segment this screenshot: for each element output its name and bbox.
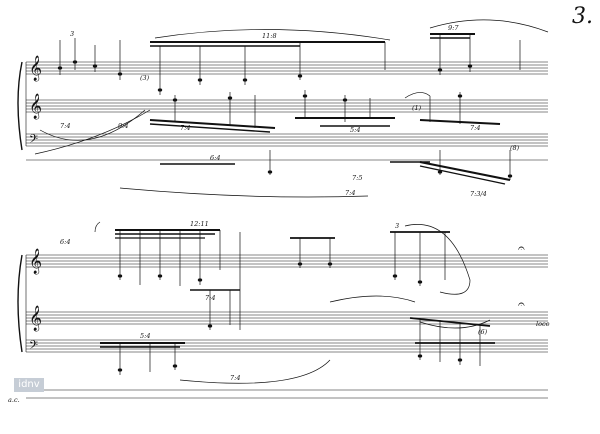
- system-2-staff-1: [26, 254, 548, 268]
- tuplet-label: 11:8: [262, 32, 277, 40]
- system-1-staff-1: [26, 61, 548, 75]
- bass-clef-icon: 𝄢: [29, 339, 38, 355]
- tuplet-label: 7:5: [352, 174, 362, 182]
- fermata-icon: 𝄐: [518, 297, 525, 311]
- tuplet-label: 12:11: [190, 220, 209, 228]
- tuplet-label: 7:4: [60, 122, 70, 130]
- fingering-mark: (6): [478, 328, 488, 336]
- system-1-brace: [17, 61, 27, 151]
- tuplet-label: 9:4: [118, 122, 128, 130]
- tuplet-label: 6:4: [60, 238, 70, 246]
- system-2-staff-3: [26, 339, 548, 353]
- tuplet-label: 7:4: [180, 124, 190, 132]
- tuplet-label: 7:4: [345, 189, 355, 197]
- system-1-staff-3: [26, 133, 548, 147]
- fingering-mark: (3): [140, 74, 150, 82]
- system-2-staff-2: [26, 311, 548, 325]
- system-2-brace: [17, 254, 27, 353]
- tuplet-label: 6:4: [210, 154, 220, 162]
- tuplet-label: 3: [70, 30, 74, 38]
- treble-clef-icon: 𝄞: [29, 305, 42, 331]
- tuplet-label: 7:4: [230, 374, 240, 382]
- staff-label: a.c.: [8, 396, 20, 404]
- tuplet-label: 7:3/4: [470, 190, 487, 198]
- page-number: 3.: [572, 4, 593, 29]
- tuplet-label: 9:7: [448, 24, 459, 32]
- treble-clef-icon: 𝄞: [29, 248, 42, 274]
- tuplet-label: 7:4: [205, 294, 215, 302]
- treble-clef-icon: 𝄞: [29, 93, 42, 119]
- notation-lines: [34, 19, 549, 384]
- loco-mark: loco: [536, 320, 550, 328]
- tuplet-label: 7:4: [470, 124, 480, 132]
- tuplet-label: 3: [395, 222, 399, 230]
- tuplet-label: 5:4: [140, 332, 150, 340]
- fermata-icon: 𝄐: [518, 241, 525, 255]
- system-1-staff-2: [26, 99, 548, 113]
- treble-clef-icon: 𝄞: [29, 55, 42, 81]
- fingering-mark: (1): [412, 104, 422, 112]
- noteheads: [57, 60, 513, 372]
- tuplet-label: 5:4: [350, 126, 360, 134]
- bass-clef-icon: 𝄢: [29, 133, 38, 149]
- fingering-mark: (8): [510, 144, 520, 152]
- watermark-logo: idnv: [14, 378, 44, 392]
